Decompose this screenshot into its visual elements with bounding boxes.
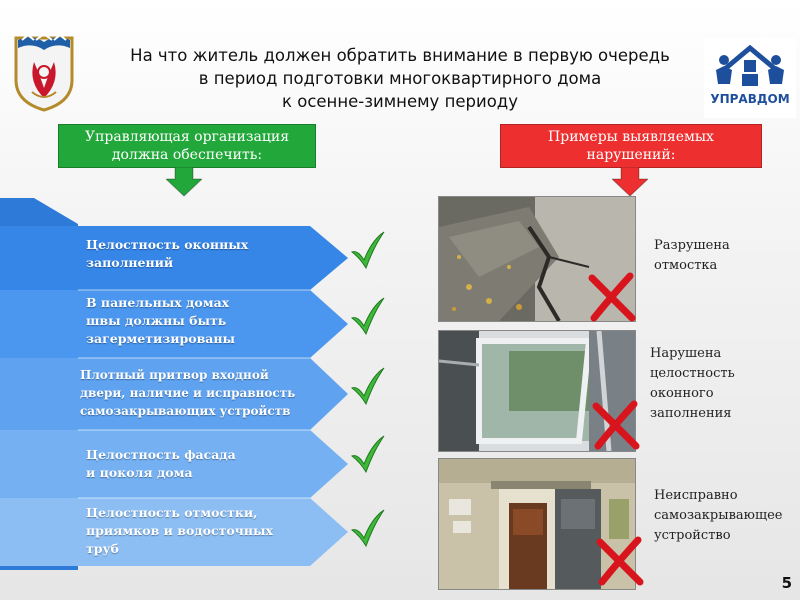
caption-line: самозакрывающее — [654, 508, 783, 523]
item-line: В панельных домах — [86, 295, 230, 310]
item-line: и цоколя дома — [86, 465, 193, 480]
cross-icon — [596, 536, 644, 586]
item-line: швы должны быть — [86, 313, 227, 328]
caption-line: Нарушена — [650, 346, 722, 361]
title-line-3: к осенне-зимнему периоду — [282, 92, 518, 111]
caption-line: Неисправно — [654, 488, 738, 503]
left-header-line-2: должна обеспечить: — [111, 147, 263, 163]
item-line: двери, наличие и исправность — [80, 386, 296, 400]
down-arrow-icon — [612, 167, 648, 197]
photo-damaged-blind-area — [438, 196, 636, 322]
list-item: Целостность фасада и цоколя дома — [86, 446, 236, 482]
cross-icon — [588, 272, 636, 322]
logo-label: УПРАВДОМ — [710, 92, 790, 106]
page-number: 5 — [781, 574, 792, 592]
check-icon — [350, 367, 385, 406]
caption-line: отмостка — [654, 258, 718, 273]
chevron-row — [0, 358, 348, 430]
upravdom-logo: УПРАВДОМ — [704, 38, 796, 118]
chevron-row — [0, 430, 348, 498]
chevron-row — [0, 498, 348, 566]
list-item: Плотный притвор входной двери, наличие и… — [80, 366, 295, 420]
house-people-icon — [716, 44, 784, 86]
left-header-line-1: Управляющая организация — [84, 129, 290, 145]
check-icon — [350, 435, 385, 474]
item-line: Целостность оконных — [86, 237, 249, 252]
chevron-list — [0, 198, 348, 570]
example-caption: Разрушена отмостка — [654, 236, 730, 276]
item-line: заполнений — [86, 255, 174, 270]
item-line: Целостность отмостки, — [86, 505, 258, 520]
check-icon — [350, 231, 385, 270]
right-header-line-1: Примеры выявляемых — [548, 129, 714, 145]
coat-of-arms-icon — [14, 32, 74, 112]
list-item: В панельных домах швы должны быть загерм… — [86, 294, 235, 348]
item-line: Целостность фасада — [86, 447, 236, 462]
right-header-box: Примеры выявляемых нарушений: — [500, 124, 762, 168]
item-line: приямков и водосточных — [86, 523, 273, 538]
caption-line: оконного — [650, 386, 714, 401]
left-header-box: Управляющая организация должна обеспечит… — [58, 124, 316, 168]
chevron-row — [0, 290, 348, 358]
check-icon — [350, 509, 385, 548]
photo-entrance-door — [438, 458, 636, 590]
page-title: На что житель должен обратить внимание в… — [80, 44, 720, 113]
check-icon — [350, 297, 385, 336]
example-caption: Нарушена целостность оконного заполнения — [650, 344, 735, 424]
right-header-line-2: нарушений: — [586, 147, 676, 163]
list-item: Целостность оконных заполнений — [86, 236, 248, 272]
down-arrow-icon — [166, 167, 202, 197]
title-line-1: На что житель должен обратить внимание в… — [130, 46, 670, 65]
cross-icon — [592, 400, 640, 450]
caption-line: целостность — [650, 366, 735, 381]
caption-line: заполнения — [650, 406, 732, 421]
item-line: загерметизированы — [86, 331, 236, 346]
item-line: труб — [86, 541, 119, 556]
caption-line: Разрушена — [654, 238, 730, 253]
caption-line: устройство — [654, 528, 731, 543]
list-item: Целостность отмостки, приямков и водосто… — [86, 504, 273, 558]
photo-broken-window — [438, 330, 636, 452]
title-line-2: в период подготовки многоквартирного дом… — [198, 69, 602, 88]
example-caption: Неисправно самозакрывающее устройство — [654, 486, 782, 546]
item-line: Плотный притвор входной — [80, 368, 269, 382]
item-line: самозакрывающих устройств — [80, 404, 291, 418]
chevron-row — [0, 226, 348, 290]
